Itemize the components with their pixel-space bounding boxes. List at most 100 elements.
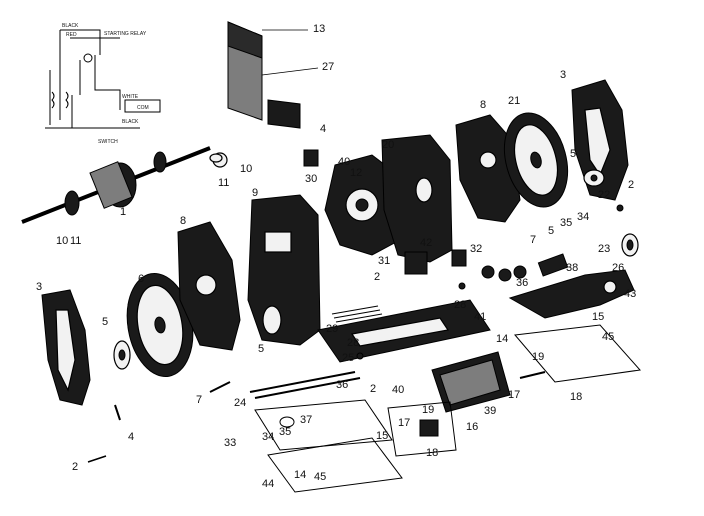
wiring-label: SWITCH [98, 139, 118, 145]
callout-11: 11 [70, 235, 81, 247]
callout-18: 18 [570, 391, 582, 403]
callout-40: 40 [338, 156, 350, 168]
instruction-plates [227, 21, 319, 129]
right-guard [571, 79, 629, 201]
callout-8: 8 [480, 99, 486, 111]
callout-30: 30 [305, 173, 317, 185]
callout-2: 2 [628, 179, 634, 191]
callout-5: 5 [102, 316, 108, 328]
base-plate [317, 299, 491, 363]
right-flange [583, 169, 605, 187]
eye-shield-ring [621, 233, 639, 257]
label-sheet-45 [514, 324, 641, 383]
callout-15: 15 [376, 430, 388, 442]
left-guard [41, 289, 91, 406]
callout-45: 45 [314, 471, 326, 483]
callout-11: 11 [218, 177, 229, 189]
wiring-label: COM [137, 105, 149, 111]
callout-36: 36 [336, 379, 348, 391]
wiring-schematic: BLACK RED STARTING RELAY WHITE COM BLACK… [45, 23, 161, 145]
wiring-label: BLACK [62, 23, 79, 29]
callout-2: 2 [72, 461, 78, 473]
callout-36: 36 [516, 277, 528, 289]
switch-parts [404, 249, 635, 319]
callout-13: 13 [313, 23, 325, 35]
callout-1: 1 [120, 206, 126, 218]
callout-19: 19 [532, 351, 544, 363]
callout-7: 7 [530, 234, 536, 246]
callout-33: 33 [224, 437, 236, 449]
callout-34: 34 [577, 211, 589, 223]
callout-5: 5 [548, 225, 554, 237]
wiring-label: BLACK [122, 119, 139, 125]
switch-box [431, 351, 511, 413]
label-sheet-44 [267, 437, 403, 493]
callout-42: 42 [420, 237, 432, 249]
callout-41: 41 [474, 311, 486, 323]
callout-22: 22 [598, 189, 610, 201]
callout-28: 28 [454, 299, 466, 311]
callout-24: 24 [234, 397, 246, 409]
callout-labels: 13 27 4 40 30 12 20 8 21 3 5 2 22 34 35 … [36, 23, 636, 490]
callout-12: 12 [350, 167, 362, 179]
callout-9: 9 [252, 187, 258, 199]
callout-5: 5 [258, 343, 264, 355]
right-inner-guard [455, 114, 521, 223]
callout-35: 35 [279, 426, 291, 438]
callout-27: 27 [322, 61, 334, 73]
callout-10: 10 [240, 163, 252, 175]
right-grinding-wheel [503, 112, 569, 208]
callout-25: 25 [342, 352, 354, 364]
callout-45: 45 [602, 331, 614, 343]
callout-7: 7 [196, 394, 202, 406]
motor-housing-right [381, 134, 453, 263]
callout-18: 18 [426, 447, 438, 459]
small-hardware [87, 149, 624, 463]
callout-28: 28 [347, 337, 359, 349]
callout-14: 14 [294, 469, 306, 481]
armature-shaft [21, 146, 228, 224]
callout-3: 3 [36, 281, 42, 293]
motor-housing-left [247, 194, 321, 346]
callout-2: 2 [374, 271, 380, 283]
wiring-label: RED [66, 32, 77, 38]
callout-38: 38 [566, 262, 578, 274]
callout-34: 34 [262, 431, 274, 443]
callout-4: 4 [128, 431, 134, 443]
motor-stator [324, 154, 401, 256]
left-inner-guard [177, 221, 241, 351]
callout-14: 14 [496, 333, 508, 345]
callout-23: 23 [598, 243, 610, 255]
callout-8: 8 [180, 215, 186, 227]
left-grinding-wheel [126, 272, 194, 378]
callout-21: 21 [508, 95, 520, 107]
callout-43: 43 [624, 288, 636, 300]
callout-17: 17 [508, 389, 520, 401]
callout-17: 17 [398, 417, 410, 429]
callout-44: 44 [262, 478, 274, 490]
callout-26: 26 [612, 262, 624, 274]
label-sheet-33 [254, 399, 393, 451]
mounting-rods [249, 371, 361, 399]
callout-16: 16 [466, 421, 478, 433]
callout-40: 40 [392, 384, 404, 396]
label-sheet-16 [387, 401, 457, 457]
callout-35: 35 [560, 217, 572, 229]
left-flange [113, 340, 131, 370]
callout-20: 20 [382, 139, 394, 151]
callout-15: 15 [592, 311, 604, 323]
callout-6: 6 [138, 273, 144, 285]
callout-5: 5 [570, 148, 576, 160]
callout-2: 2 [370, 383, 376, 395]
callout-29: 29 [326, 323, 338, 335]
callout-4: 4 [320, 123, 326, 135]
callout-19: 19 [422, 404, 434, 416]
callout-39: 39 [484, 405, 496, 417]
callout-37: 37 [300, 414, 312, 426]
wiring-label: STARTING RELAY [104, 31, 147, 37]
callout-31: 31 [378, 255, 390, 267]
wiring-label: WHITE [122, 94, 139, 100]
callout-32: 32 [470, 243, 482, 255]
callout-10: 10 [56, 235, 68, 247]
